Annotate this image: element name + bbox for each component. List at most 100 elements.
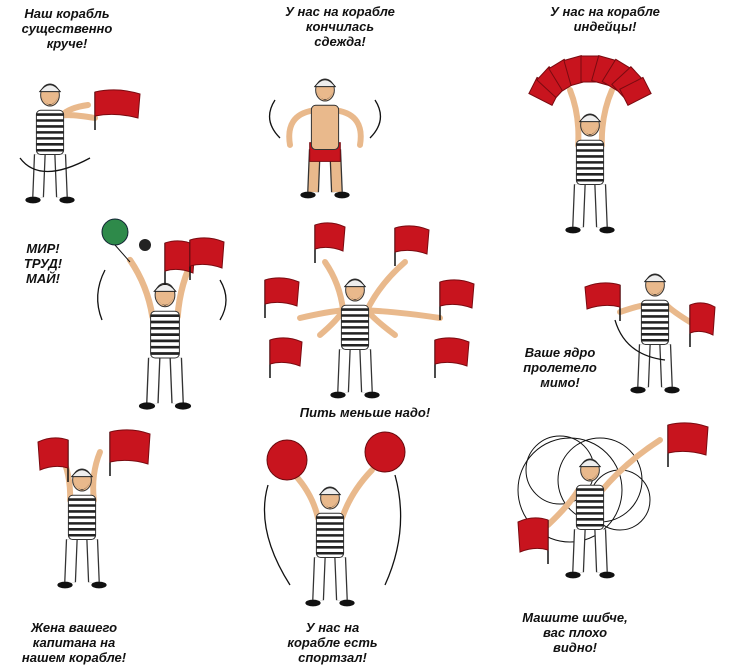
- sailor-figure: [292, 467, 375, 607]
- caption-missed: Ваше ядро пролетело мимо!: [523, 345, 597, 390]
- shoe: [334, 191, 350, 199]
- bandana: [343, 279, 367, 288]
- red-flag-icon: [164, 240, 196, 285]
- motion-arrow: [97, 269, 106, 321]
- red-flag-icon: [94, 89, 141, 130]
- caption-wife: Жена вашего капитана на нашем корабле!: [21, 620, 127, 665]
- flag-cloth: [584, 282, 621, 310]
- arm: [333, 107, 364, 148]
- shoe: [664, 386, 680, 394]
- caption-clothes: У нас на корабле кончилась сдежда!: [285, 4, 395, 49]
- shoe: [364, 391, 380, 399]
- red-flag-icon: [37, 437, 69, 482]
- red-flag-icon: [667, 422, 709, 467]
- motion-arrow: [384, 474, 402, 586]
- shoe: [339, 599, 355, 607]
- flag-cloth: [394, 225, 430, 255]
- arm: [545, 487, 582, 528]
- flag-cloth: [164, 240, 196, 274]
- arm: [663, 302, 693, 325]
- bandana: [578, 114, 602, 123]
- motion-arrow: [614, 319, 666, 361]
- shoe: [25, 196, 41, 204]
- caption-gym: У нас на корабле есть спортзал!: [287, 620, 378, 665]
- red-flag-icon: [264, 277, 300, 318]
- sailor-figure: [126, 251, 199, 410]
- trousers: [313, 557, 347, 601]
- red-flag-icon: [689, 302, 716, 347]
- flag-cloth: [269, 337, 303, 367]
- arm: [598, 87, 615, 149]
- shoe: [57, 581, 73, 589]
- shoe: [565, 571, 581, 579]
- shoe: [599, 226, 615, 234]
- shoe: [630, 386, 646, 394]
- flag-cloth: [689, 302, 716, 336]
- motion-arrow: [19, 157, 91, 173]
- arm: [126, 256, 156, 320]
- bandana: [318, 487, 342, 496]
- trousers: [33, 154, 67, 198]
- shoe: [91, 581, 107, 589]
- red-flag-icon: [434, 337, 470, 378]
- red-flag-icon: [517, 517, 549, 564]
- flag-cloth: [264, 277, 300, 307]
- red-flag-icon: [109, 429, 151, 476]
- bandana: [153, 283, 177, 292]
- motion-arrow: [263, 484, 291, 586]
- round-weight-icon: [364, 431, 406, 473]
- arm: [363, 259, 408, 314]
- caption-cooler: Наш корабль существенно круче!: [21, 6, 113, 51]
- flag-cloth: [439, 279, 475, 309]
- sailor-figure: [25, 83, 98, 204]
- caption-drink: Пить меньше надо!: [299, 405, 431, 420]
- bandana: [70, 469, 94, 478]
- torso: [310, 104, 340, 151]
- arm: [363, 307, 443, 321]
- shoe: [300, 191, 316, 199]
- motion-scribble: [517, 437, 623, 543]
- red-flag-icon: [189, 237, 225, 280]
- shoe: [565, 226, 581, 234]
- arm: [598, 437, 663, 494]
- flag-cloth: [37, 437, 69, 471]
- shoe: [305, 599, 321, 607]
- flag-cloth: [94, 89, 141, 119]
- bandana: [38, 84, 62, 93]
- trousers: [638, 344, 672, 388]
- sailor-figure: [286, 78, 364, 199]
- arm: [617, 302, 647, 315]
- bandana: [313, 79, 337, 88]
- caption-indians: У нас на корабле индейцы!: [550, 4, 660, 34]
- arm: [338, 467, 375, 522]
- trousers: [573, 184, 607, 228]
- arm: [58, 112, 98, 121]
- sailor-figure: [297, 259, 443, 399]
- flag-cloth: [109, 429, 151, 465]
- balloon-string: [114, 244, 131, 263]
- caption-peace: МИР! ТРУД! МАЙ!: [23, 241, 63, 286]
- bandana: [643, 274, 667, 283]
- red-flag-icon: [584, 282, 621, 321]
- sailor-figure: [617, 273, 693, 394]
- trousers: [147, 357, 183, 404]
- flag-cloth: [314, 222, 346, 252]
- shoe: [330, 391, 346, 399]
- flag-cloth: [667, 422, 709, 456]
- sailor-figure: [57, 449, 107, 589]
- motion-arrow: [219, 279, 227, 321]
- red-flag-icon: [394, 225, 430, 266]
- sailor-figure: [565, 87, 615, 234]
- flag-cloth: [189, 237, 225, 269]
- flag-cloth: [517, 517, 549, 553]
- round-weight-icon: [266, 439, 308, 481]
- trousers: [573, 529, 607, 573]
- flag-cloth: [434, 337, 470, 367]
- trousers: [338, 349, 372, 393]
- balloon-icon: [101, 218, 129, 246]
- arm: [286, 107, 317, 148]
- arm: [90, 449, 103, 504]
- arm: [292, 472, 322, 522]
